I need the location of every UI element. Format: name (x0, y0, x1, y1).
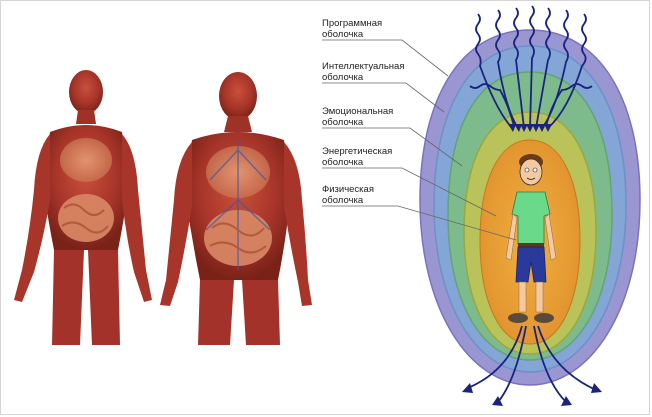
label-line: оболочка (322, 117, 364, 128)
arrowhead (591, 383, 602, 393)
arrowhead (532, 124, 540, 132)
left-arm (160, 142, 192, 306)
wave-arrow (469, 83, 515, 127)
person-shirt (511, 191, 551, 245)
right-leg (88, 250, 120, 345)
right-leg (242, 280, 280, 345)
wave-arrow (475, 13, 513, 129)
wave-arrow (513, 7, 525, 129)
leader-line-intellectual (322, 82, 445, 113)
label-physical-shell: Физическая оболочка (322, 184, 374, 206)
wave-arrow (545, 83, 593, 127)
label-line: оболочка (322, 157, 364, 168)
wave-arrow (547, 13, 587, 129)
intestines (58, 194, 114, 242)
leader-line-emotional (322, 127, 463, 167)
intestine-folds (209, 222, 267, 254)
blood-vessels (205, 140, 271, 270)
person-eye (524, 167, 530, 173)
wave-arrow (495, 9, 519, 129)
neck (76, 110, 96, 124)
person-head (519, 158, 543, 186)
curve-arrow (537, 325, 597, 391)
person-eye (532, 167, 538, 173)
label-emotional-shell: Эмоциональная оболочка (322, 106, 393, 128)
label-line: оболочка (322, 195, 364, 206)
label-line: оболочка (322, 29, 364, 40)
person-shorts (515, 246, 547, 283)
wave-arrow (535, 7, 551, 129)
arrowhead (514, 124, 522, 132)
leader-line-program (322, 39, 449, 77)
incoming-arrowheads (508, 124, 552, 132)
person-right-leg (535, 281, 544, 313)
arrowhead (520, 124, 528, 132)
person-left-arm (505, 213, 518, 261)
label-energetic-shell: Энергетическая оболочка (322, 146, 392, 168)
curve-arrow (533, 325, 567, 403)
incoming-energy-arrows (469, 5, 593, 129)
label-line: Программная (322, 18, 383, 29)
leader-lines (322, 39, 517, 241)
label-intellectual-shell: Интеллектуальная оболочка (322, 61, 404, 83)
right-arm (122, 134, 152, 302)
intestine-folds (61, 203, 109, 234)
label-program-shell: Программная оболочка (322, 18, 382, 40)
label-line: Энергетическая (322, 146, 393, 157)
person-belt (518, 243, 544, 247)
left-leg (198, 280, 234, 345)
outgoing-energy-arrows (467, 325, 597, 403)
head (219, 72, 257, 120)
label-line: Интеллектуальная (322, 61, 405, 72)
label-line: Эмоциональная (322, 106, 394, 117)
right-arm (284, 142, 312, 306)
neck (224, 116, 252, 132)
person-right-arm (544, 213, 557, 261)
curve-arrow (497, 325, 527, 403)
arrowhead (526, 124, 534, 132)
person-mouth (526, 177, 536, 180)
anatomy-figure-female (14, 70, 152, 345)
leader-line-energetic (322, 167, 497, 217)
curve-arrow (467, 325, 523, 389)
arrowhead (462, 383, 473, 393)
arrowhead (508, 124, 516, 132)
cartoon-person (505, 154, 557, 323)
arrowhead (492, 396, 503, 406)
head (69, 70, 103, 114)
arrowhead (538, 124, 546, 132)
label-line: оболочка (322, 72, 364, 83)
outgoing-arrowheads (462, 383, 602, 406)
wave-arrow (541, 9, 569, 129)
person-right-shoe (534, 313, 554, 323)
lungs (60, 138, 112, 182)
left-leg (52, 250, 84, 345)
person-left-leg (518, 281, 527, 313)
label-line: Физическая (322, 184, 374, 195)
leader-line-physical (322, 205, 517, 241)
person-left-shoe (508, 313, 528, 323)
arrowhead (561, 396, 572, 406)
wave-arrow (529, 5, 535, 129)
arrowhead (544, 124, 552, 132)
anatomy-figure-male (160, 72, 312, 345)
left-arm (14, 134, 50, 302)
